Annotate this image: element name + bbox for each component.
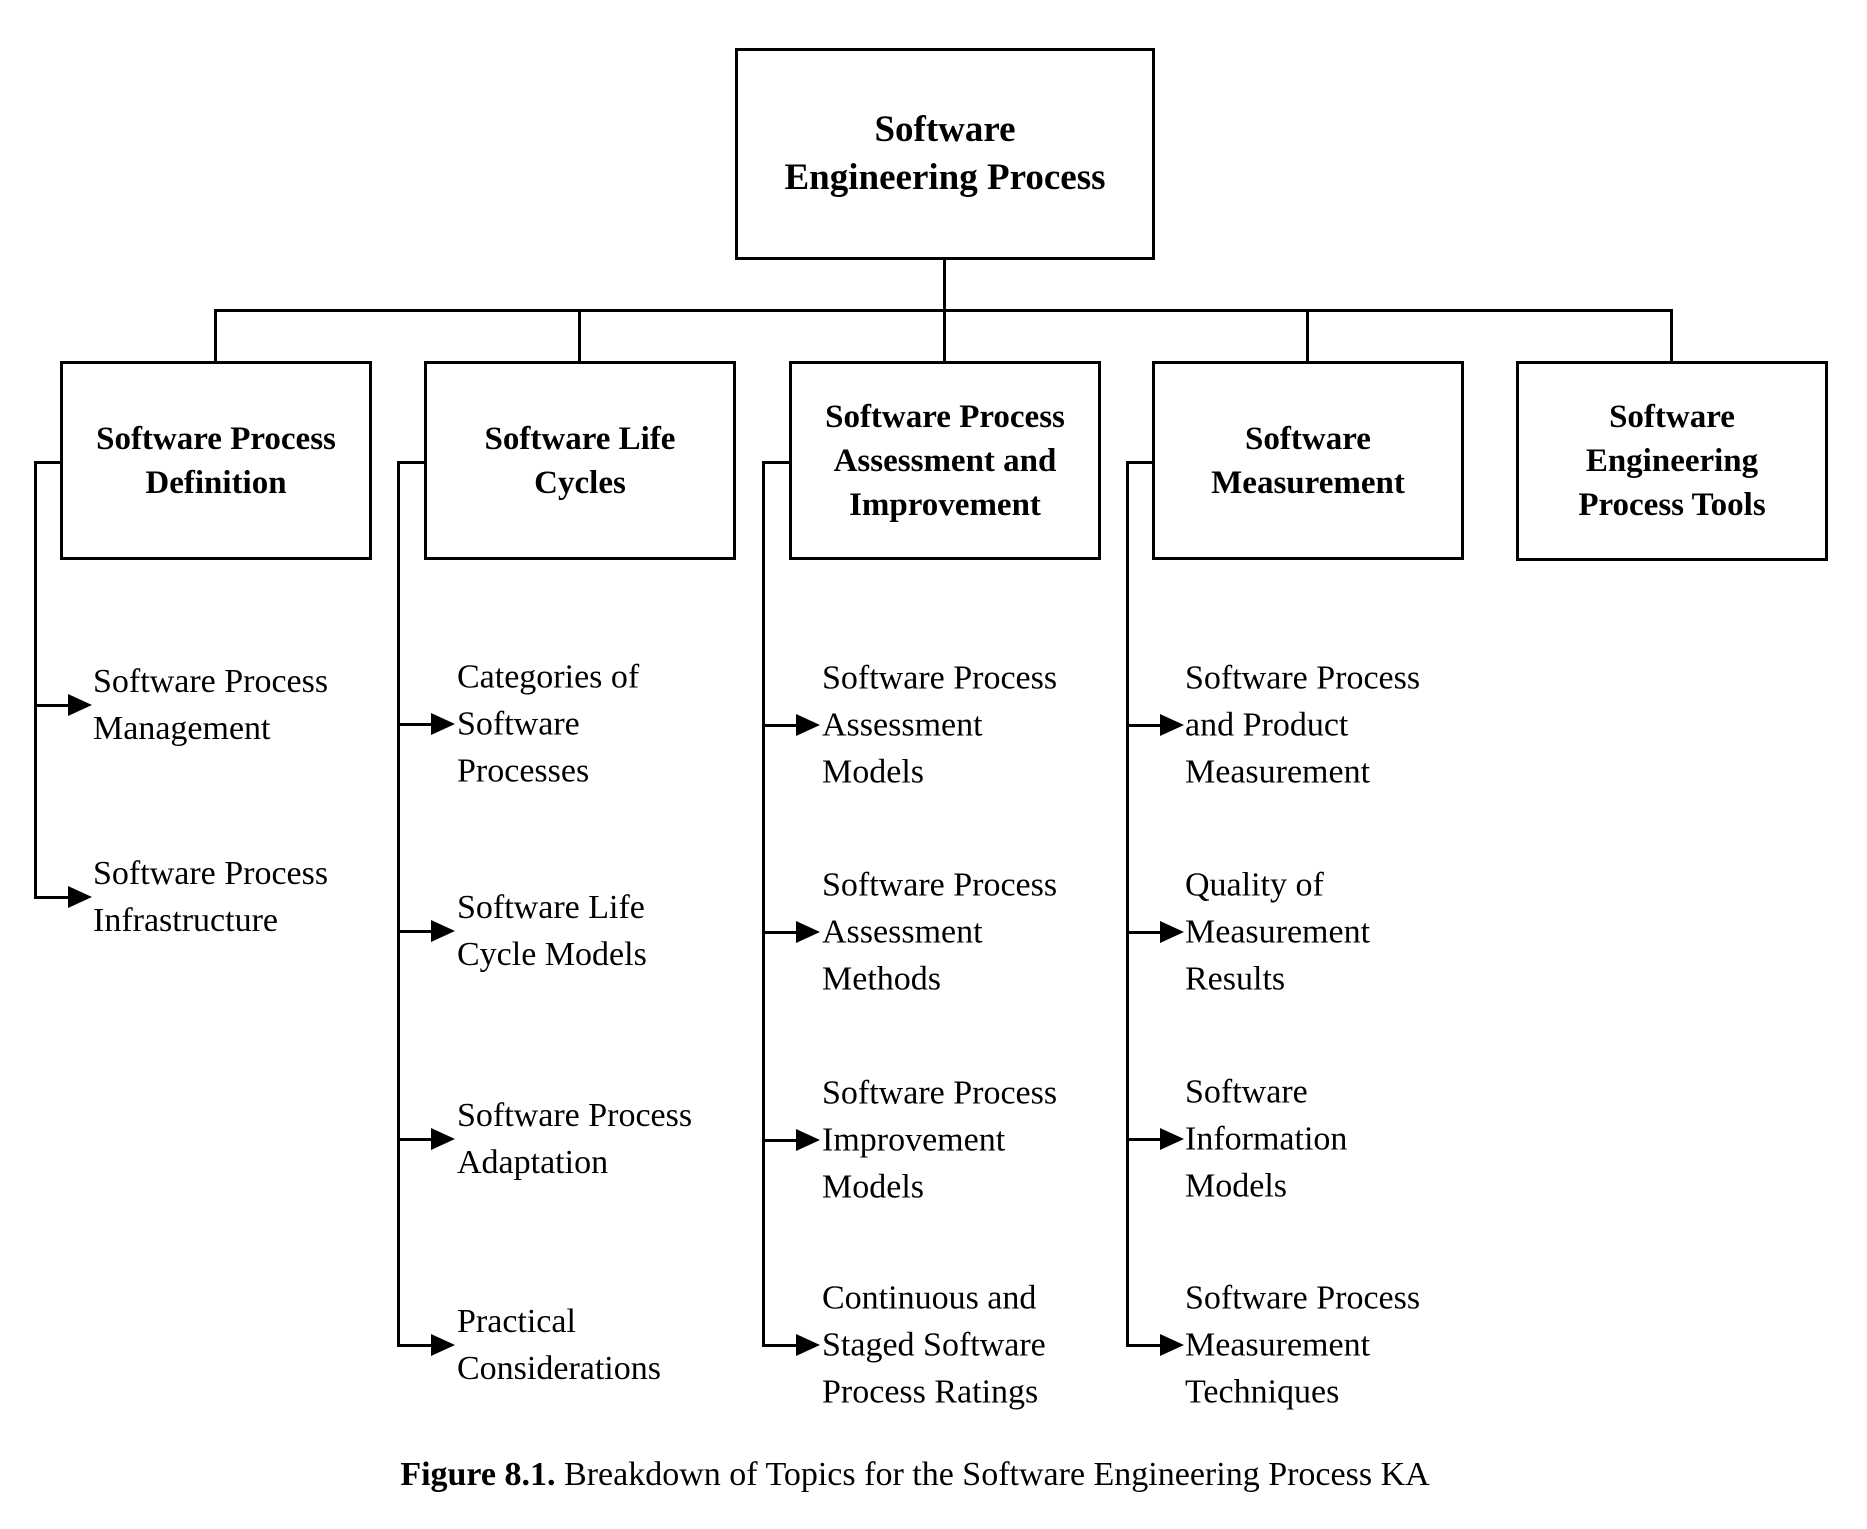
arrowhead-icon [796,714,820,736]
arrow-icon [1126,921,1184,943]
topic-item: Software Process Assessment Models [822,659,1058,791]
arrow-shaft [762,930,796,934]
category-box-life-cycles: Software Life Cycles [424,361,736,560]
arrow-icon [1126,714,1184,736]
topic-item: Quality of Measurement Results [1185,866,1371,998]
topic-item: Software Process Assessment Methods [822,866,1058,998]
category-box-process-definition: Software Process Definition [60,361,372,560]
arrow-shaft [1126,1137,1160,1141]
topic-item: Software Information Models [1185,1073,1348,1205]
topic-item: Categories of Software Processes [457,658,640,790]
arrow-shaft [762,1343,796,1347]
rail-definition [34,461,37,899]
topic-item: Practical Considerations [457,1303,661,1387]
category-box-title: Software Engineering Process Tools [1578,399,1766,523]
rail-measurement [1126,461,1129,1347]
topic-item: Continuous and Staged Software Process R… [822,1279,1046,1411]
arrowhead-icon [68,694,92,716]
arrow-icon [397,713,455,735]
arrow-shaft [762,723,796,727]
category-box-process-tools: Software Engineering Process Tools [1516,361,1828,561]
category-box-title: Software Measurement [1211,420,1405,501]
arrow-icon [1126,1128,1184,1150]
arrow-icon [1126,1334,1184,1356]
arrow-shaft [397,1343,431,1347]
arrowhead-icon [796,1334,820,1356]
rail-stub-definition [34,461,60,464]
category-box-title: Software Life Cycles [484,420,676,501]
arrowhead-icon [431,920,455,942]
root-box: Software Engineering Process [735,48,1155,260]
category-box-title: Software Process Definition [96,420,336,501]
arrow-shaft [34,895,68,899]
arrow-icon [762,714,820,736]
topic-item: Software Process and Product Measurement [1185,659,1421,791]
rail-assessment [762,461,765,1347]
root-box-title: Software Engineering Process [784,109,1106,198]
arrow-icon [34,694,92,716]
connector-drop-tools [1670,309,1673,361]
arrow-icon [762,1129,820,1151]
arrow-shaft [397,1137,431,1141]
arrowhead-icon [796,1129,820,1151]
arrow-icon [762,1334,820,1356]
connector-drop-measurement [1306,309,1309,361]
topic-item: Software Life Cycle Models [457,889,647,973]
arrow-icon [762,921,820,943]
rail-stub-life-cycles [397,461,424,464]
topic-item: Software Process Improvement Models [822,1074,1058,1206]
arrow-shaft [34,703,68,707]
arrowhead-icon [1160,1334,1184,1356]
figure-caption: Figure 8.1. Breakdown of Topics for the … [0,1456,1830,1494]
category-box-title: Software Process Assessment and Improvem… [825,398,1065,523]
arrow-icon [397,1128,455,1150]
arrow-shaft [762,1138,796,1142]
topic-item: Software Process Adaptation [457,1097,693,1181]
arrow-icon [397,920,455,942]
topic-item: Software Process Infrastructure [93,855,329,939]
topic-item: Software Process Management [93,663,329,747]
arrow-shaft [1126,930,1160,934]
arrowhead-icon [1160,714,1184,736]
connector-root-stem [943,258,946,312]
arrow-shaft [397,929,431,933]
rail-stub-assessment [762,461,789,464]
connector-drop-life-cycles [578,309,581,361]
arrowhead-icon [431,713,455,735]
arrowhead-icon [431,1334,455,1356]
category-box-assessment-improvement: Software Process Assessment and Improvem… [789,361,1101,560]
arrowhead-icon [431,1128,455,1150]
arrowhead-icon [68,886,92,908]
connector-drop-assessment [943,309,946,361]
arrowhead-icon [1160,921,1184,943]
rail-stub-measurement [1126,461,1152,464]
topic-item: Software Process Measurement Techniques [1185,1279,1421,1411]
arrow-icon [34,886,92,908]
arrow-shaft [1126,723,1160,727]
connector-drop-definition [214,309,217,361]
arrow-shaft [397,722,431,726]
arrowhead-icon [1160,1128,1184,1150]
figure-caption-text: Breakdown of Topics for the Software Eng… [555,1456,1430,1493]
arrow-icon [397,1334,455,1356]
arrowhead-icon [796,921,820,943]
rail-life-cycles [397,461,400,1347]
figure-caption-label: Figure 8.1. [400,1456,556,1493]
arrow-shaft [1126,1343,1160,1347]
category-box-measurement: Software Measurement [1152,361,1464,560]
